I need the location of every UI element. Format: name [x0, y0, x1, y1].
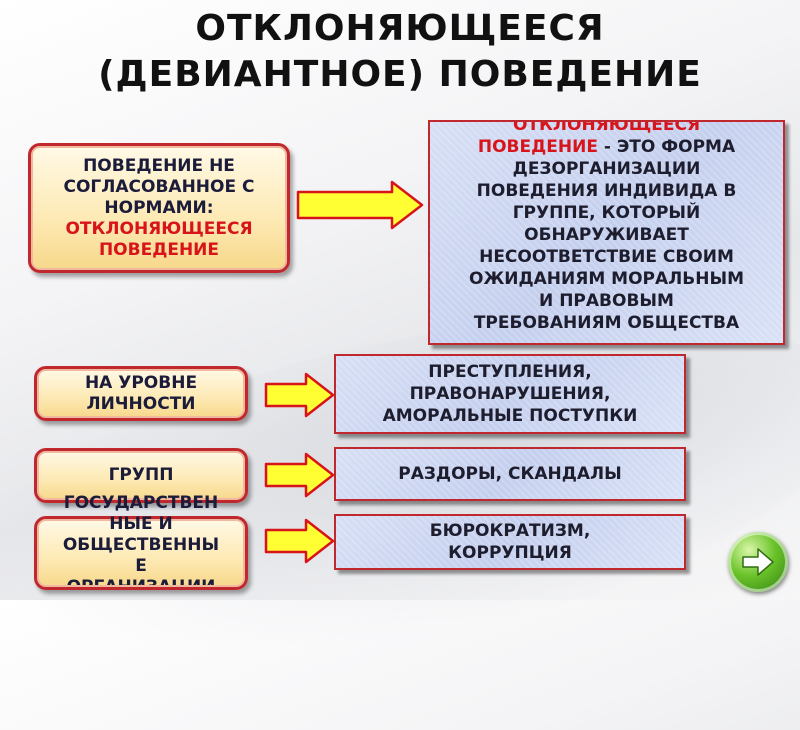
result-box-groups: БЮРОКРАТИЗМ, РАЗДОРЫ, СКАНДАЛЫ: [334, 447, 686, 501]
definition-box-red-1: ОТКЛОНЯЮЩЕЕСЯ: [65, 218, 253, 239]
result-line: КОРРУПЦИЯ: [448, 543, 572, 563]
definition-text-line-8: ОЖИДАНИЯМ МОРАЛЬНЫМ: [469, 269, 744, 289]
definition-text-line-10: ТРЕБОВАНИЯМ ОБЩЕСТВА: [473, 313, 740, 333]
arrow-right-icon: [296, 180, 424, 230]
level-box-organizations: ГОСУДАРСТВЕН НЫЕ И ОБЩЕСТВЕННЫ Е ОРГАНИЗ…: [34, 493, 248, 590]
definition-text-line-6: ОБНАРУЖИВАЕТ: [524, 225, 689, 245]
definition-box-line-1: ПОВЕДЕНИЕ НЕ: [83, 155, 235, 176]
title-line-2: (ДЕВИАНТНОЕ) ПОВЕДЕНИЕ: [98, 54, 702, 95]
level-label-line: ГОСУДАРСТВЕН: [63, 493, 219, 513]
level-label-line: ЛИЧНОСТИ: [86, 393, 196, 414]
definition-text-red-2: ПОВЕДЕНИЕ: [477, 137, 598, 157]
level-box-groups: ГРУПП: [34, 448, 248, 503]
definition-text-red-1: ОТКЛОНЯЮЩЕЕСЯ: [512, 120, 701, 135]
result-box-organizations: БЮРОКРАТИЗМ, КОРРУПЦИЯ: [334, 514, 686, 570]
definition-box-line-3: НОРМАМИ:: [104, 197, 214, 218]
definition-text-line-4: ПОВЕДЕНИЯ ИНДИВИДА В: [476, 181, 737, 201]
definition-text-line-2: ПОВЕДЕНИЕ - ЭТО ФОРМА: [478, 136, 735, 158]
right-arrow-icon: [742, 548, 774, 576]
definition-text-line-2-rest: - ЭТО ФОРМА: [597, 137, 736, 157]
arrow-right-icon: [264, 372, 335, 418]
definition-text-line-9: И ПРАВОВЫМ: [539, 291, 674, 311]
definition-box: ПОВЕДЕНИЕ НЕ СОГЛАСОВАННОЕ С НОРМАМИ: ОТ…: [28, 143, 290, 273]
result-line: ПРАВОНАРУШЕНИЯ,: [409, 384, 611, 404]
next-slide-button[interactable]: [728, 532, 788, 592]
definition-text-box: ОТКЛОНЯЮЩЕЕСЯ ПОВЕДЕНИЕ - ЭТО ФОРМА ДЕЗО…: [428, 120, 785, 345]
level-label-line: ГРУПП: [108, 465, 174, 485]
definition-text-line-3: ДЕЗОРГАНИЗАЦИИ: [512, 159, 701, 179]
level-label-line: НЫЕ И: [109, 514, 173, 534]
definition-text-line-5: ГРУППЕ, КОТОРЫЙ: [512, 203, 701, 223]
result-line: АМОРАЛЬНЫЕ ПОСТУПКИ: [382, 406, 638, 426]
level-label-line: Е: [135, 556, 147, 576]
level-box-personality: НА УРОВНЕ ЛИЧНОСТИ: [34, 366, 248, 421]
result-box-personality: ПРЕСТУПЛЕНИЯ, ПРАВОНАРУШЕНИЯ, АМОРАЛЬНЫЕ…: [334, 354, 686, 434]
definition-text-line-7: НЕСООТВЕТСТВИЕ СВОИМ: [479, 247, 734, 267]
result-line: ПРЕСТУПЛЕНИЯ,: [428, 362, 592, 382]
page-title: ОТКЛОНЯЮЩЕЕСЯ (ДЕВИАНТНОЕ) ПОВЕДЕНИЕ: [0, 6, 800, 98]
level-label-line: ОБЩЕСТВЕННЫ: [62, 535, 220, 555]
arrow-right-icon: [264, 518, 335, 564]
arrow-right-icon: [264, 452, 335, 498]
result-line: РАЗДОРЫ, СКАНДАЛЫ: [398, 464, 622, 484]
level-label-line: ОРГАНИЗАЦИИ: [67, 577, 216, 585]
level-label-line: НА УРОВНЕ: [84, 372, 198, 393]
definition-box-line-2: СОГЛАСОВАННОЕ С: [63, 176, 255, 197]
definition-box-red-2: ПОВЕДЕНИЕ: [98, 239, 220, 260]
title-line-1: ОТКЛОНЯЮЩЕЕСЯ: [195, 8, 605, 49]
result-line: БЮРОКРАТИЗМ,: [429, 521, 591, 541]
